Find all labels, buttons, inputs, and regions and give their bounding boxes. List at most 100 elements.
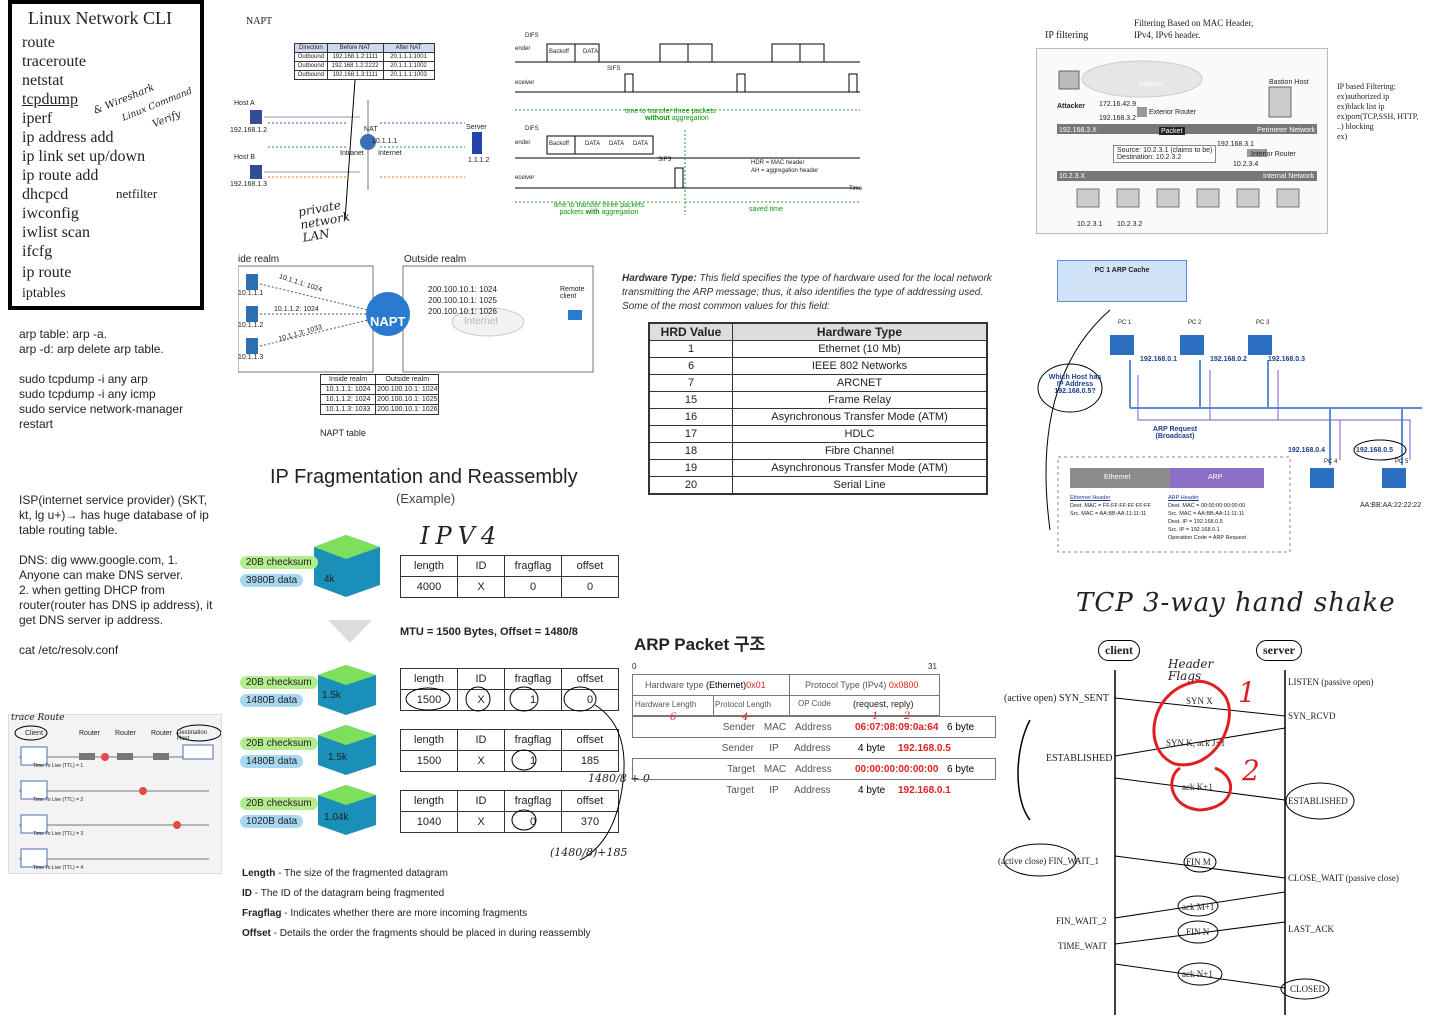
netfilter-note: netfilter xyxy=(116,186,158,201)
pc-label: PC 3 xyxy=(1256,320,1270,326)
tcp-sequence-diagram xyxy=(1003,670,1355,1015)
hand-4: 4 xyxy=(742,712,749,723)
tcp-client-state: ESTABLISHED xyxy=(1046,753,1113,764)
table-cell: Asynchronous Transfer Mode (ATM) xyxy=(732,408,988,426)
napt-diagram: NAPT Direction Before NAT After NAT Outb… xyxy=(230,10,505,245)
tcp-client-state: FIN_WAIT_2 xyxy=(1056,916,1107,926)
internet-label: Internet xyxy=(1139,81,1163,88)
internet-label: Internet xyxy=(378,150,402,157)
tcp-server-state: ESTABLISHED xyxy=(1288,796,1348,806)
cube-size: 1.5k xyxy=(328,752,347,763)
arp-notes: arp table: arp -a. arp -d: arp delete ar… xyxy=(19,327,184,431)
ip-label: 172.16.42.9 xyxy=(1099,101,1136,108)
tcp-message: FIN N xyxy=(1186,927,1210,937)
proto-type: Protocol Type (IPv4) 0x0800 xyxy=(805,680,919,690)
proto-length: Protocol Length xyxy=(715,700,772,709)
table-header: fragflag xyxy=(504,668,562,690)
host-ip: 10.1.1.3 xyxy=(238,354,264,361)
pc-label: PC 1 xyxy=(1118,320,1132,326)
ip-label: 192.168.3.1 xyxy=(1217,141,1254,148)
hdr-legend: HDR = MAC header xyxy=(751,160,805,166)
ttl-label: Time To Live (TTL) = 4 xyxy=(33,865,84,871)
tcp-message: SYN K, ack J+1 xyxy=(1166,738,1226,748)
ttl-label: Time To Live (TTL) = 3 xyxy=(33,831,84,837)
table-header: fragflag xyxy=(504,555,562,577)
cli-command: dhcpcd xyxy=(22,186,69,203)
net2-label: 10.2.3.X xyxy=(1059,173,1086,180)
ipfilter-subtitle: Filtering Based on MAC Header, IPv4, IPv… xyxy=(1134,18,1254,40)
table-cell: 185 xyxy=(561,750,619,772)
cli-command: netstat xyxy=(22,72,64,89)
trace-route-lines xyxy=(14,724,221,868)
frag-pills-1: 20B checksum 1480B data xyxy=(240,672,318,708)
sender-label: ender xyxy=(515,140,531,146)
net1-label: 192.168.3.X xyxy=(1059,127,1097,134)
frag-annotations xyxy=(405,686,625,861)
hw-type: Hardware type (Ethernet)0x01 xyxy=(645,680,766,690)
receiver-label: eceiver xyxy=(515,80,535,86)
table-cell: ARCNET xyxy=(732,374,988,392)
cube-size: 4k xyxy=(324,574,335,585)
difs-label: DIFS xyxy=(525,126,539,132)
table-cell: 192.168.1.3:1111 xyxy=(326,70,384,80)
arp-frame-label: ARP xyxy=(1208,474,1223,481)
tcp-message: ack K+1 xyxy=(1182,782,1213,792)
ext-router-label: Exterior Router xyxy=(1149,109,1197,116)
ip-label: 192.168.3.2 xyxy=(1099,115,1136,122)
table-cell: 200.100.10.1: 1026 xyxy=(375,404,440,415)
host-label: Host A xyxy=(234,100,255,107)
table-cell: Fibre Channel xyxy=(732,442,988,460)
isp-dns-notes: ISP(internet service provider) (SKT, kt,… xyxy=(19,493,213,657)
perimeter-label: Perimeter Network xyxy=(1257,127,1315,134)
arp-question: Which Host has IP Address 192.168.0.5? xyxy=(1048,374,1102,395)
arp-cache-box: PC 1 ARP Cache xyxy=(1057,260,1187,302)
receiver-label: eceiver xyxy=(515,175,535,181)
napt-title: NAPT xyxy=(246,16,273,27)
table-header: length xyxy=(400,555,458,577)
cli-command: traceroute xyxy=(22,53,86,70)
tcp-message: ack M+1 xyxy=(1182,902,1215,912)
saved-time: saved time xyxy=(749,206,783,213)
arp-header-info: ARP Header Dest. MAC = 00:00:00:00:00:00… xyxy=(1168,495,1247,541)
ip-label: 10.2.3.2 xyxy=(1117,221,1143,228)
frag-subtitle: (Example) xyxy=(396,491,456,506)
table-cell: Frame Relay xyxy=(732,391,988,409)
napt-table: Inside realm Outside realm 10.1.1.1: 102… xyxy=(319,374,440,415)
ip-label: 192.168.0.2 xyxy=(1210,356,1247,363)
packet-label: Packet xyxy=(1161,128,1183,135)
frag-pills-0: 20B checksum 3980B data xyxy=(240,552,318,588)
time-axis-label: Time xyxy=(849,186,863,192)
frag-cubes xyxy=(314,535,380,835)
ip-label: 192.168.0.3 xyxy=(1268,356,1305,363)
napt-realm-lines xyxy=(238,265,594,373)
table-cell: 10.1.1.2: 1024 xyxy=(319,394,377,405)
table-cell: X xyxy=(457,811,505,833)
cli-commands-box: Linux Network CLI route traceroute netst… xyxy=(8,0,204,310)
op-code-value: (request, reply) xyxy=(853,699,914,709)
host-label: Host B xyxy=(234,154,256,161)
table-cell: 20.1.1.1:1003 xyxy=(382,70,435,80)
table-cell: X xyxy=(457,576,505,598)
without-caption: time to transfer three packets without a… xyxy=(625,108,716,122)
hand-6: 6 xyxy=(670,712,677,723)
frag-definitions: Length - The size of the fragmented data… xyxy=(242,868,591,939)
handshake-step-1: 1 xyxy=(1238,676,1256,709)
client-label: Client xyxy=(25,730,43,737)
ip-label: 192.168.0.1 xyxy=(1140,356,1177,363)
mtu-label: MTU = 1500 Bytes, Offset = 1480/8 xyxy=(400,626,578,638)
aggregation-timeline xyxy=(515,43,860,215)
firewall-network xyxy=(1057,60,1317,208)
tcp-server-state: LISTEN (passive open) xyxy=(1288,677,1374,687)
ip-label: 192.168.0.4 xyxy=(1288,447,1325,454)
table-header: offset xyxy=(561,555,619,577)
table-cell: 10.1.1.1: 1024 xyxy=(319,384,377,395)
packet-info: Source: 10.2.3.1 (claims to be) Destinat… xyxy=(1113,145,1217,163)
bit-31: 31 xyxy=(928,662,937,671)
cube-size: 1.04k xyxy=(324,812,349,823)
internal-label: Internal Network xyxy=(1263,173,1314,180)
table-cell: 17 xyxy=(648,425,733,443)
